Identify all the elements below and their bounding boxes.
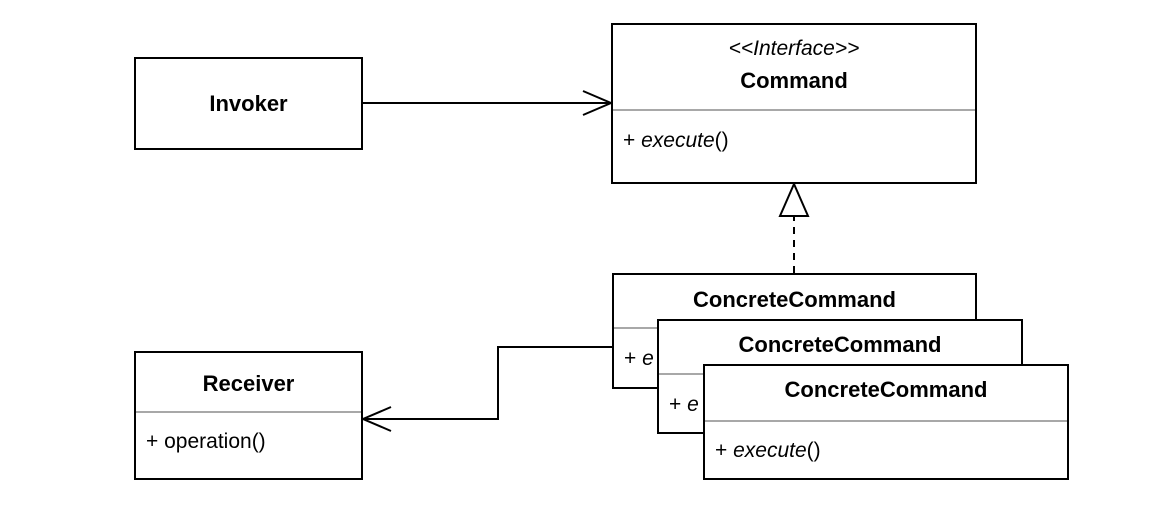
command-stereotype: <<Interface>> [728, 37, 860, 60]
concrete-command-method-name-2: e [687, 393, 699, 416]
concrete-command-divider-3 [705, 420, 1067, 422]
invoker-class-box[interactable]: Invoker [134, 57, 363, 150]
concrete-command-method-2: + e [669, 393, 699, 417]
command-method: + execute() [623, 129, 729, 153]
command-divider [613, 109, 975, 111]
receiver-method-params: () [251, 430, 266, 453]
receiver-method: + operation() [146, 430, 266, 454]
concrete-command-method-visibility-1: + [624, 347, 637, 370]
concrete-command-box-3[interactable]: ConcreteCommand + execute() [703, 364, 1069, 480]
concrete-command-method-visibility-2: + [669, 393, 682, 416]
command-interface-box[interactable]: <<Interface>> Command + execute() [611, 23, 977, 184]
concrete-command-method-1: + e [624, 347, 654, 371]
concrete-receiver-arrowhead [360, 406, 392, 432]
concrete-command-method-3: + execute() [715, 439, 821, 463]
concrete-command-name-1: ConcreteCommand [693, 287, 896, 312]
realization-triangle-icon [778, 181, 810, 217]
concrete-command-method-visibility-3: + [715, 439, 728, 462]
command-method-name: execute [641, 129, 715, 152]
receiver-class-name: Receiver [202, 371, 295, 396]
concrete-receiver-association-line [363, 346, 612, 420]
invoker-class-name: Invoker [209, 91, 288, 116]
concrete-command-method-name-1: e [642, 347, 654, 370]
concrete-command-name-3: ConcreteCommand [784, 377, 988, 402]
concrete-command-method-params-3: () [806, 439, 821, 462]
command-class-name: Command [740, 68, 848, 93]
receiver-method-name: operation [164, 430, 252, 453]
receiver-method-visibility: + [146, 430, 159, 453]
command-method-visibility: + [623, 129, 636, 152]
receiver-divider [136, 411, 361, 413]
receiver-class-box[interactable]: Receiver + operation() [134, 351, 363, 480]
concrete-command-name-2: ConcreteCommand [738, 332, 942, 357]
concrete-command-method-name-3: execute [733, 439, 807, 462]
command-method-params: () [714, 129, 729, 152]
